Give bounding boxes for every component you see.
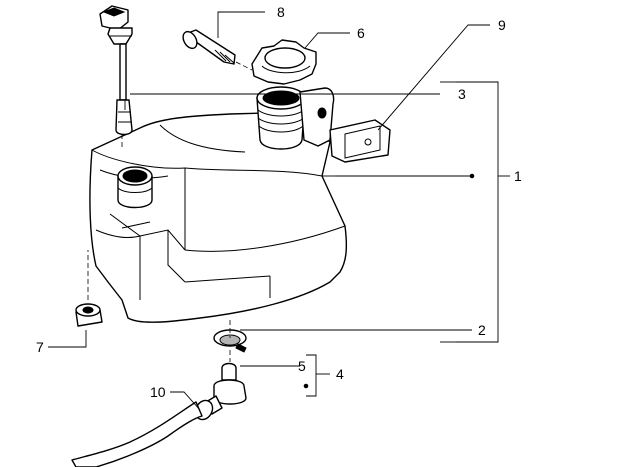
callout-1: 1 [514, 168, 522, 184]
grommet [75, 303, 103, 327]
callout-9: 9 [498, 17, 506, 33]
callout-5: 5 [298, 358, 306, 374]
leader-lines [48, 11, 490, 411]
oil-cap [251, 39, 317, 85]
tank-side-neck [117, 166, 153, 209]
callout-10: 10 [150, 384, 166, 400]
callout-4: 4 [336, 366, 344, 382]
mounting-lug [299, 87, 335, 147]
hose [71, 401, 203, 467]
callout-8: 8 [277, 4, 285, 20]
dipstick [99, 5, 133, 136]
callout-3: 3 [458, 86, 466, 102]
hose-clamp-upper [213, 329, 247, 353]
outlet-fitting [205, 362, 247, 415]
callout-7: 7 [36, 339, 44, 355]
bracket-group-4 [303, 383, 309, 389]
bolt [182, 29, 236, 65]
clip [329, 119, 391, 163]
callout-2: 2 [478, 322, 486, 338]
oil-tank [89, 111, 348, 323]
tank-filler-neck [256, 86, 306, 150]
callout-6: 6 [357, 25, 365, 41]
bracket-group-1 [456, 81, 510, 343]
